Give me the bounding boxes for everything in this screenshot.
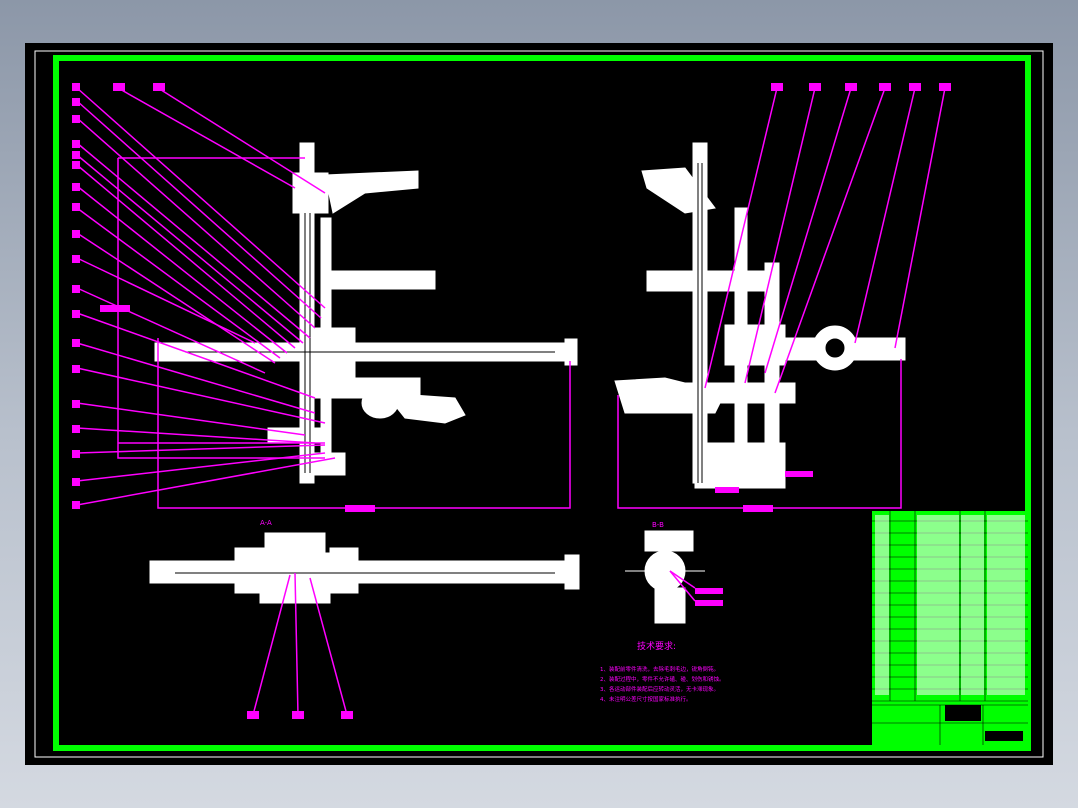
section-a-view [149,532,580,604]
section-b-view [625,530,705,624]
right-view-rails [697,163,845,483]
drawing-sheet: A-A B-B 技术要求: 1、装配前零件清洗，去除毛刺毛边，锐角倒钝。 2、装… [25,43,1053,765]
left-view-rails [185,213,555,473]
leaders-right [704,87,946,394]
section-a-label: A-A [260,519,272,527]
tech-requirement-line: 1、装配前零件清洗，去除毛刺毛边，锐角倒钝。 [600,665,719,673]
drawing-frame-icon [53,55,1031,751]
tech-requirement-line: 4、未注明公差尺寸按国家标准执行。 [600,695,692,703]
outer-border [34,50,1044,758]
balloons-top-right [771,83,951,91]
tech-requirement-line: 3、各运动部件装配后应转动灵活，无卡滞现象。 [600,685,719,693]
leaders-left [76,87,336,506]
cad-drawing: A-A B-B 技术要求: 1、装配前零件清洗，去除毛刺毛边，锐角倒钝。 2、装… [34,50,1044,758]
tech-requirement-line: 2、装配过程中，零件不允许磕、碰、划伤和锈蚀。 [600,675,725,683]
title-block-icon [872,511,1028,745]
balloons-bottom [247,711,353,719]
balloons-left [72,83,813,606]
leaders-bottom [252,570,696,716]
section-b-label: B-B [652,521,664,529]
tech-requirements-title: 技术要求: [637,640,676,652]
